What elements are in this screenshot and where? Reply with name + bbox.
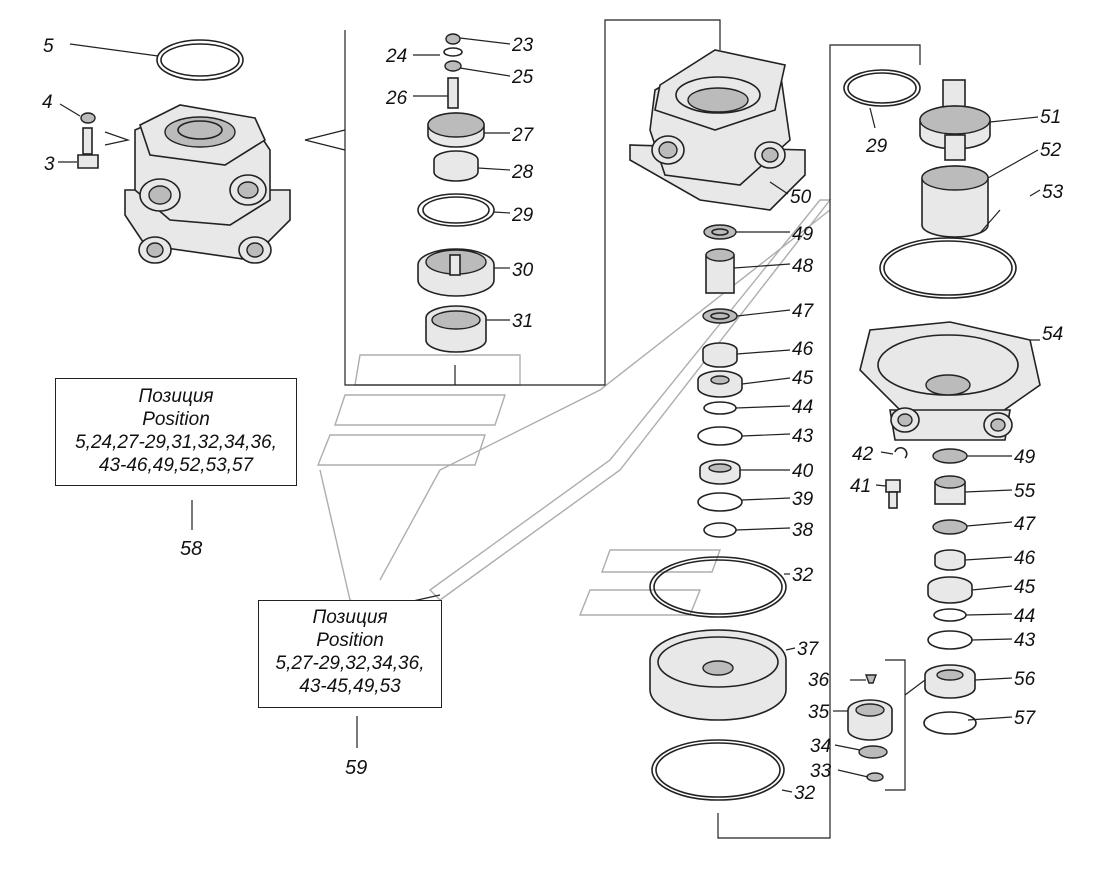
- callout-5: 5: [43, 36, 54, 57]
- middle-stack-parts-image: [649, 224, 787, 801]
- callout-53: 53: [1042, 182, 1064, 203]
- callout-38: 38: [792, 520, 814, 541]
- callout-39: 39: [792, 489, 814, 510]
- callout-32: 32: [792, 565, 814, 586]
- kit-58-positions-line2: 43-46,49,52,53,57: [98, 455, 254, 476]
- callout-30: 30: [512, 260, 534, 281]
- callout-labels: 5 4 3 23 24 25 26 27 28 29 30 31 50 49 4…: [42, 35, 1064, 804]
- callout-48: 48: [792, 256, 814, 277]
- kit-59-box: Позиция Position 5,27-29,32,34,36, 43-45…: [258, 600, 442, 708]
- callout-42: 42: [852, 444, 874, 465]
- callout-49: 49: [792, 224, 814, 245]
- callout-4: 4: [42, 92, 53, 113]
- callout-44-right: 44: [1014, 606, 1035, 627]
- callout-25: 25: [511, 67, 534, 88]
- kit-58-box: Позиция Position 5,24,27-29,31,32,34,36,…: [55, 378, 297, 486]
- callout-41: 41: [850, 476, 871, 497]
- callout-29-right: 29: [865, 136, 888, 157]
- callout-46-right: 46: [1014, 548, 1036, 569]
- kit-58-heading-en: Position: [142, 409, 210, 430]
- parts-33-36-image: [847, 659, 926, 791]
- background-logo-watermark: [316, 199, 832, 621]
- callout-45-right: 45: [1014, 577, 1036, 598]
- kit-59-positions-line1: 5,27-29,32,34,36,: [275, 653, 425, 674]
- callout-34: 34: [810, 736, 831, 757]
- callout-35: 35: [808, 702, 830, 723]
- callout-50: 50: [790, 187, 812, 208]
- kit-58-positions-line1: 5,24,27-29,31,32,34,36,: [75, 432, 277, 453]
- callout-40: 40: [792, 461, 814, 482]
- callout-26: 26: [385, 88, 408, 109]
- right-column-parts-image: [843, 69, 1041, 735]
- callout-32-lower: 32: [794, 783, 816, 804]
- parts-23-31-image: [417, 33, 495, 353]
- callout-31: 31: [512, 311, 533, 332]
- callout-43-right: 43: [1014, 630, 1036, 651]
- kit-59-heading-en: Position: [316, 630, 384, 651]
- group-bracket-1: [304, 19, 721, 386]
- callout-44: 44: [792, 397, 813, 418]
- housing-50-image: [629, 49, 806, 211]
- kit-58-number: 58: [180, 538, 203, 560]
- callout-36: 36: [808, 670, 830, 691]
- callout-54: 54: [1042, 324, 1063, 345]
- assembled-valve-image: [77, 39, 291, 264]
- callout-57: 57: [1014, 708, 1037, 729]
- leader-lines: [58, 37, 1041, 793]
- callout-45: 45: [792, 368, 814, 389]
- callout-47: 47: [792, 301, 815, 322]
- callout-46: 46: [792, 339, 814, 360]
- callout-27: 27: [511, 125, 535, 146]
- kit-58-heading-ru: Позиция: [138, 386, 214, 407]
- callout-55: 55: [1014, 481, 1036, 502]
- callout-37: 37: [797, 639, 820, 660]
- callout-3: 3: [44, 154, 55, 175]
- callout-33: 33: [810, 761, 832, 782]
- kit-59-number: 59: [345, 757, 368, 779]
- callout-49-right: 49: [1014, 447, 1036, 468]
- callout-51: 51: [1040, 107, 1061, 128]
- callout-29: 29: [511, 205, 534, 226]
- kit-59-heading-ru: Позиция: [312, 607, 388, 628]
- callout-24: 24: [385, 46, 407, 67]
- callout-43: 43: [792, 426, 814, 447]
- callout-47-right: 47: [1014, 514, 1037, 535]
- callout-28: 28: [511, 162, 534, 183]
- callout-56: 56: [1014, 669, 1036, 690]
- callout-23: 23: [511, 35, 534, 56]
- kit-59-positions-line2: 43-45,49,53: [299, 676, 401, 697]
- callout-52: 52: [1040, 140, 1062, 161]
- group-bracket-2: [717, 44, 921, 839]
